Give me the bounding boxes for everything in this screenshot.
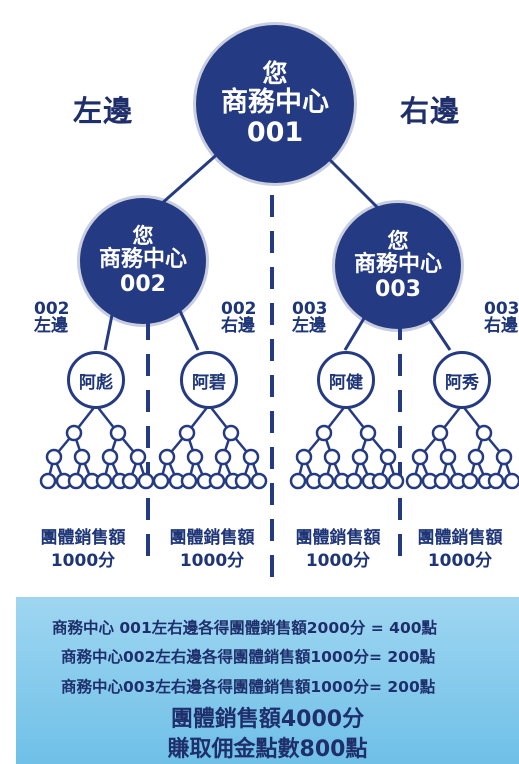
summary-line-002: 商務中心002左右邊各得團體銷售額1000分= 200點: [61, 648, 436, 666]
tree-node: [387, 472, 405, 490]
center-001-you: 您: [262, 58, 288, 88]
tree-node: [359, 424, 377, 442]
tree-node: [487, 472, 505, 490]
tree-node: [351, 448, 369, 466]
summary-line-001: 商務中心 001左右邊各得團體銷售額2000分 = 400點: [52, 619, 438, 637]
downline-tree-icon: [39, 404, 155, 490]
group-sales-label: 團體銷售額: [295, 528, 381, 548]
tree-node: [158, 448, 176, 466]
tree-node: [45, 448, 63, 466]
right-side-label: 右邊: [400, 94, 461, 128]
center-003-code: 003: [375, 276, 421, 302]
tree-node: [121, 472, 139, 490]
center-002-title: 商務中心: [98, 247, 187, 273]
business-center-002: 您 商務中心 002: [80, 198, 206, 324]
downline-tree-icon: [152, 404, 268, 490]
left-side-label: 左邊: [73, 94, 134, 128]
tree-node: [129, 448, 147, 466]
center-003-title: 商務中心: [353, 252, 442, 278]
tree-node: [411, 448, 429, 466]
tree-node: [137, 472, 155, 490]
tree-node: [439, 448, 457, 466]
person-node-3: 阿健: [317, 351, 375, 409]
group-sales-label: 團體銷售額: [40, 528, 126, 548]
group-sales-value: 1000分: [179, 550, 245, 571]
center-001-code: 001: [246, 117, 304, 148]
tree-node: [345, 472, 363, 490]
tree-node: [433, 472, 451, 490]
tree-node: [242, 448, 260, 466]
tree-node: [317, 472, 335, 490]
tree-node: [289, 472, 307, 490]
tree-node: [39, 472, 57, 490]
leg-label-002-left: 002 左邊: [34, 299, 70, 337]
group-sales-3: 團體銷售額 1000分: [283, 527, 393, 573]
summary-line-003: 商務中心003左右邊各得團體銷售額1000分= 200點: [61, 678, 436, 696]
tree-node: [495, 448, 513, 466]
total-group-sales: 團體銷售額4000分: [170, 707, 365, 732]
tree-node: [467, 448, 485, 466]
center-002-you: 您: [132, 223, 154, 248]
tree-node: [234, 472, 252, 490]
leg-label-002-right: 002 右邊: [221, 299, 257, 337]
tree-node: [475, 424, 493, 442]
group-sales-value: 1000分: [50, 550, 116, 571]
tree-node: [214, 448, 232, 466]
leg-code: 002: [221, 299, 257, 319]
tree-node: [461, 472, 479, 490]
leg-code: 003: [292, 299, 328, 319]
group-sales-label: 團體銷售額: [417, 528, 503, 548]
group-sales-1: 團體銷售額 1000分: [28, 527, 138, 573]
group-sales-value: 1000分: [305, 550, 371, 571]
tree-node: [186, 448, 204, 466]
tree-node: [73, 448, 91, 466]
center-002-code: 002: [120, 271, 166, 297]
tree-node: [101, 448, 119, 466]
tree-node: [208, 472, 226, 490]
tree-node: [315, 424, 333, 442]
tree-node: [405, 472, 423, 490]
tree-node: [503, 472, 519, 490]
business-center-003: 您 商務中心 003: [335, 203, 461, 329]
leg-label-003-left: 003 左邊: [292, 299, 328, 337]
leg-side: 右邊: [221, 316, 255, 337]
leg-code: 002: [34, 299, 70, 319]
tree-node: [379, 448, 397, 466]
commission-summary-box: 商務中心 001左右邊各得團體銷售額2000分 = 400點 商務中心002左右…: [16, 597, 519, 764]
group-sales-2: 團體銷售額 1000分: [157, 527, 267, 573]
tree-node: [152, 472, 170, 490]
downline-tree-icon: [289, 404, 405, 490]
leg-side: 右邊: [484, 316, 518, 336]
group-sales-4: 團體銷售額 1000分: [405, 527, 515, 573]
tree-node: [65, 424, 83, 442]
tree-node: [109, 424, 127, 442]
leg-side: 左邊: [34, 316, 68, 337]
tree-node: [371, 472, 389, 490]
tree-node: [67, 472, 85, 490]
tree-node: [250, 472, 268, 490]
person-node-1: 阿彪: [67, 351, 125, 409]
center-001-title: 商務中心: [221, 86, 329, 118]
person-node-2: 阿碧: [180, 351, 238, 409]
center-003-you: 您: [387, 228, 409, 253]
tree-node: [295, 448, 313, 466]
tree-node: [180, 472, 198, 490]
downline-tree-icon: [405, 404, 519, 490]
commission-points: 賺取佣金點數800點: [167, 737, 368, 762]
group-sales-value: 1000分: [427, 550, 493, 571]
tree-node: [323, 448, 341, 466]
group-sales-label: 團體銷售額: [169, 528, 255, 548]
tree-node: [95, 472, 113, 490]
business-center-001: 您 商務中心 001: [196, 25, 354, 183]
tree-node: [431, 424, 449, 442]
tree-node: [178, 424, 196, 442]
tree-node: [222, 424, 240, 442]
leg-label-003-right: 003 右邊: [484, 301, 519, 336]
leg-side: 左邊: [292, 316, 326, 337]
leg-code: 003: [484, 301, 519, 319]
person-node-4: 阿秀: [433, 351, 491, 409]
